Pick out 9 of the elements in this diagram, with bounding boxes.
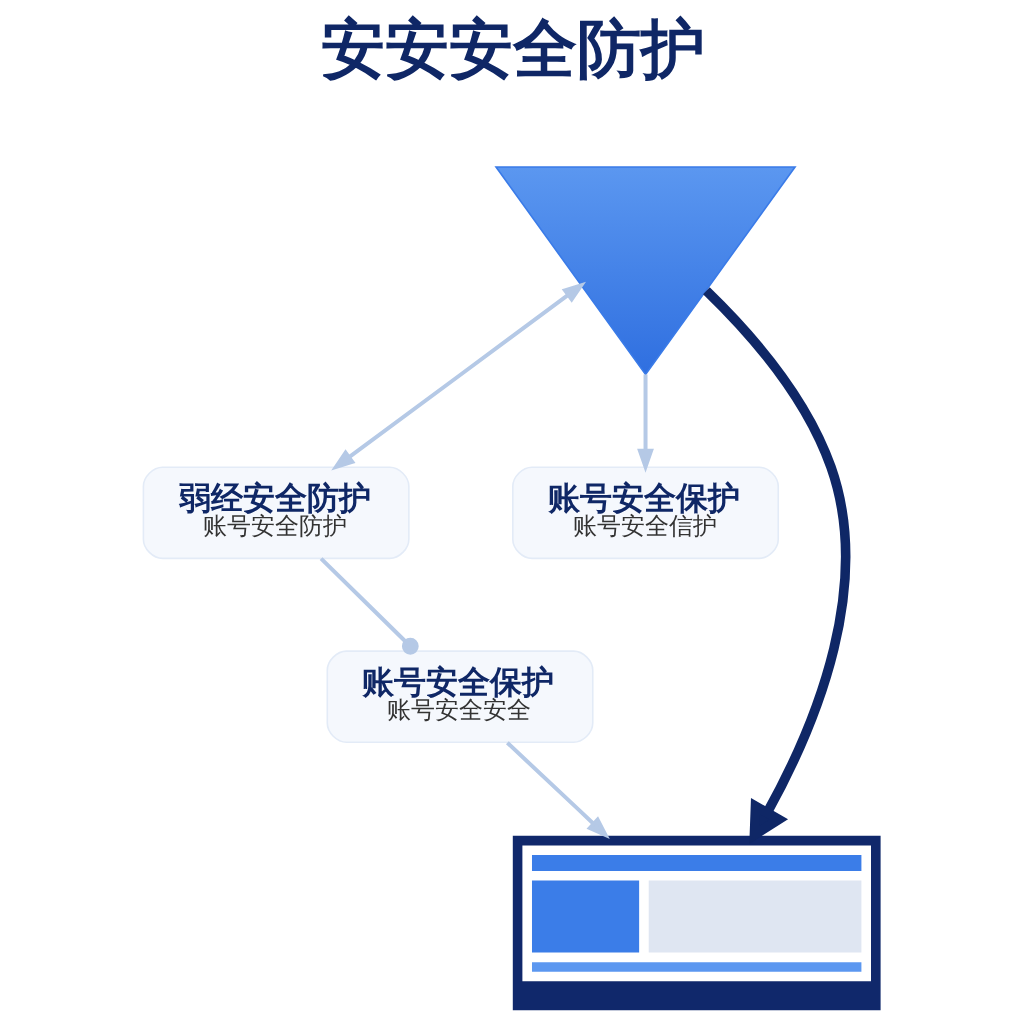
node-box: 弱经安全防护 账号安全防护 — [142, 466, 410, 560]
connector — [319, 557, 419, 655]
diagram-title: 安安安全防护 — [320, 11, 705, 86]
arrow — [637, 374, 654, 473]
node-funnel — [494, 166, 797, 376]
node-box: 账号安全保护 账号安全安全 — [326, 650, 594, 744]
arrow — [331, 281, 587, 471]
arrow — [506, 741, 610, 839]
node-box: 账号安全保护 账号安全信护 — [512, 466, 780, 560]
